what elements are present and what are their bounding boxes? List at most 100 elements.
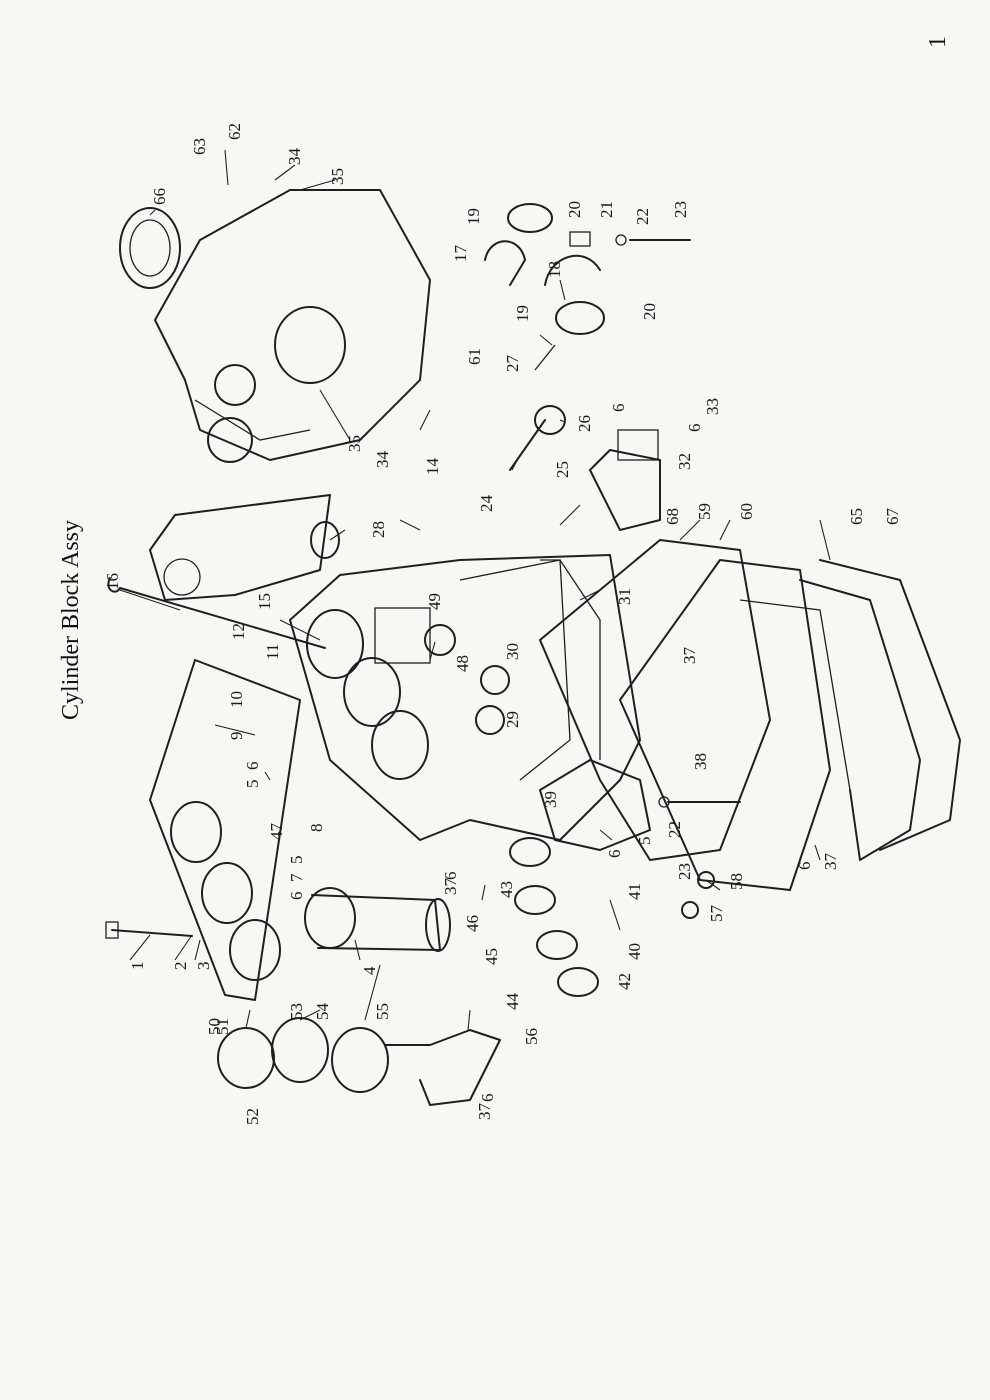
flywheel-housing-part [154, 189, 431, 463]
callout-6-d: 6 [685, 424, 704, 433]
callout-46: 46 [463, 915, 482, 932]
callout-63: 63 [190, 138, 209, 155]
callout-37a: 37 [680, 647, 699, 665]
callout-57: 57 [707, 905, 726, 923]
page-number: 1 [925, 36, 951, 48]
callout-24: 24 [477, 495, 496, 513]
callout-40: 40 [625, 943, 644, 960]
leader-lines [119, 149, 831, 1031]
callout-18: 18 [545, 261, 564, 278]
callout-54: 54 [313, 1003, 332, 1021]
callout-34a: 34 [285, 148, 304, 166]
callout-68: 68 [663, 508, 682, 525]
callout-28: 28 [369, 521, 388, 538]
plug-28-part [310, 521, 340, 559]
callout-8: 8 [307, 824, 326, 833]
callout-30: 30 [503, 643, 522, 660]
rear-oil-seal-part [119, 207, 181, 289]
callout-1: 1 [128, 962, 147, 971]
callout-6: 6 [243, 762, 262, 771]
cap-bolt-lower-part [658, 796, 741, 808]
callout-7: 7 [287, 873, 306, 882]
callout-49: 49 [425, 593, 444, 610]
cylinder-head-gasket-part [149, 659, 301, 1001]
callout-2: 2 [171, 962, 190, 971]
callout-60: 60 [737, 503, 756, 520]
callout-35a: 35 [328, 168, 347, 185]
callout-11: 11 [263, 644, 282, 660]
callout-6-b: 6 [605, 850, 624, 859]
callout-50: 50 [205, 1018, 224, 1035]
callout-14: 14 [423, 458, 442, 476]
callout-45: 45 [482, 948, 501, 965]
callout-38: 38 [691, 753, 710, 770]
callout-5-c: 5 [287, 856, 306, 865]
callout-44: 44 [503, 993, 522, 1011]
callout-33: 33 [703, 398, 722, 415]
callout-47: 47 [267, 823, 286, 841]
callout-6-e: 6 [795, 862, 814, 871]
callout-34b: 34 [373, 451, 392, 469]
callout-21: 21 [597, 201, 616, 218]
callout-37d: 37 [441, 878, 460, 896]
callout-5-b: 5 [635, 837, 654, 846]
callout-6-f: 6 [478, 1094, 497, 1103]
callout-15: 15 [255, 593, 274, 610]
main-bearing-cap-part [589, 429, 661, 531]
callout-labels: 1 2 3 4 5 6 7 8 9 10 11 12 14 15 16 17 1… [103, 123, 902, 1125]
main-bearing-shells-part [484, 203, 605, 335]
callout-62: 62 [225, 123, 244, 140]
callout-58: 58 [727, 873, 746, 890]
plug-part [681, 871, 715, 919]
callout-17: 17 [451, 245, 470, 263]
callout-9: 9 [227, 732, 246, 741]
callout-6-h: 6 [287, 892, 306, 901]
callout-51: 51 [213, 1018, 232, 1035]
callout-29: 29 [503, 711, 522, 728]
bolt-part [105, 921, 193, 939]
callout-55: 55 [373, 1003, 392, 1020]
callout-27: 27 [503, 355, 522, 373]
diagram-title: Cylinder Block Assy [58, 520, 84, 720]
callout-22a: 22 [633, 208, 652, 225]
dipstick-part [107, 577, 326, 649]
callout-4: 4 [360, 966, 379, 975]
callout-16: 16 [103, 573, 122, 590]
callout-67: 67 [883, 508, 902, 526]
callout-39: 39 [541, 791, 560, 808]
callout-61: 61 [465, 348, 484, 365]
callout-25: 25 [553, 461, 572, 478]
callout-19b: 19 [513, 305, 532, 322]
callout-56: 56 [522, 1028, 541, 1045]
callout-42: 42 [615, 973, 634, 990]
callout-3: 3 [194, 962, 213, 971]
callout-53: 53 [287, 1003, 306, 1020]
callout-41: 41 [625, 883, 644, 900]
callout-20b: 20 [640, 303, 659, 320]
front-gasket-part [149, 494, 331, 601]
callout-66: 66 [150, 188, 169, 205]
callout-22b: 22 [665, 821, 684, 838]
callout-35b: 35 [345, 435, 364, 452]
callout-65: 65 [847, 508, 866, 525]
callout-31: 31 [615, 588, 634, 605]
callout-23b: 23 [675, 863, 694, 880]
cap-bolt-upper-part [615, 234, 691, 246]
callout-6-g: 6 [441, 872, 460, 881]
callout-12: 12 [229, 623, 248, 640]
callout-32: 32 [675, 453, 694, 470]
callout-6-c: 6 [609, 404, 628, 413]
oil-sump-part [539, 539, 961, 891]
callout-26: 26 [575, 415, 594, 432]
callout-52: 52 [243, 1108, 262, 1125]
cylinder-liner-part [304, 887, 451, 952]
callout-5: 5 [243, 780, 262, 789]
callout-23a: 23 [671, 201, 690, 218]
callout-59: 59 [695, 503, 714, 520]
callout-48: 48 [453, 655, 472, 672]
cylinder-block-part [289, 554, 641, 841]
oil-filter-bracket-part [539, 759, 651, 851]
callout-37c: 37 [475, 1103, 494, 1121]
